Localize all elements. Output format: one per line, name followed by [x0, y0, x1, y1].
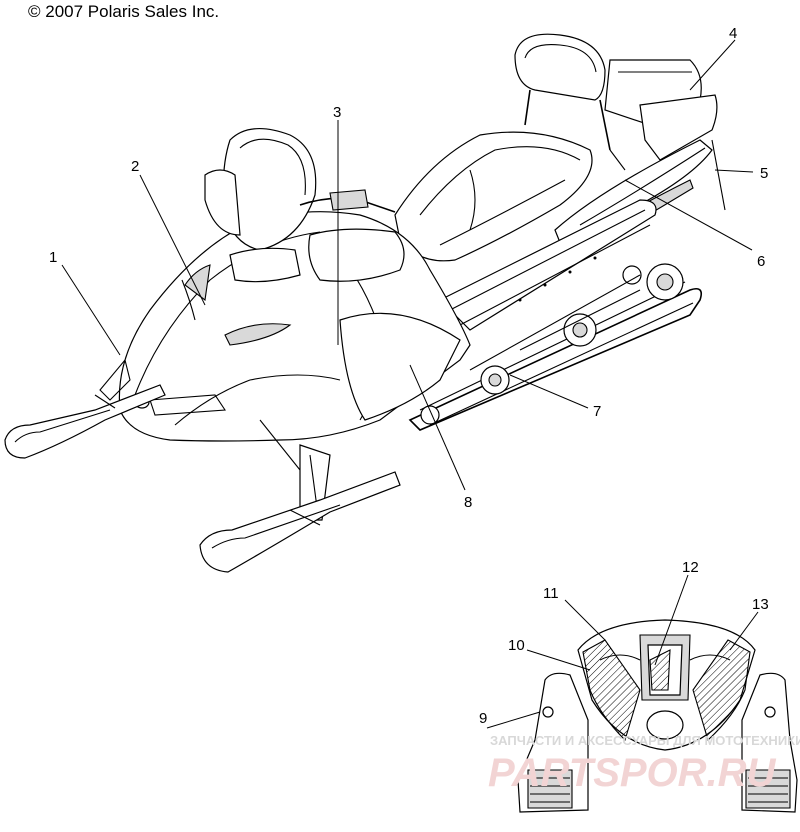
watermark-caption: ЗАПЧАСТИ И АКСЕССУАРЫ ДЛЯ МОТОТЕХНИКИ — [490, 733, 800, 748]
callout-3: 3 — [333, 104, 341, 121]
watermark-logo: PARTSPOR.RU — [488, 751, 777, 795]
copyright-text: © 2007 Polaris Sales Inc. — [28, 2, 219, 21]
callout-1: 1 — [49, 249, 57, 266]
callout-11: 11 — [543, 585, 559, 602]
handlebar-console — [229, 189, 405, 283]
callout-12: 12 — [682, 559, 699, 576]
ski-left — [4, 384, 166, 459]
track-assembly — [408, 263, 703, 431]
callout-2: 2 — [131, 158, 139, 175]
callout-10: 10 — [508, 637, 525, 654]
callout-5: 5 — [760, 165, 768, 182]
ski-right — [199, 471, 401, 573]
snowmobile-main-view — [4, 33, 726, 573]
callout-6: 6 — [757, 253, 765, 270]
tunnel-side-panel — [438, 199, 657, 331]
windshield — [204, 127, 317, 251]
callout-7: 7 — [593, 403, 601, 420]
seat — [394, 131, 593, 262]
callout-8: 8 — [464, 494, 472, 511]
callout-13: 13 — [752, 596, 769, 613]
callout-9: 9 — [479, 710, 487, 727]
leader-lines — [61, 39, 759, 729]
callout-labels: 1 2 3 4 5 6 7 8 9 10 11 12 13 — [49, 25, 769, 727]
backrest — [514, 33, 626, 171]
rear-view-inset — [517, 619, 798, 813]
watermark: ЗАПЧАСТИ И АКСЕССУАРЫ ДЛЯ МОТОТЕХНИКИ PA… — [488, 733, 800, 795]
callout-4: 4 — [729, 25, 737, 42]
